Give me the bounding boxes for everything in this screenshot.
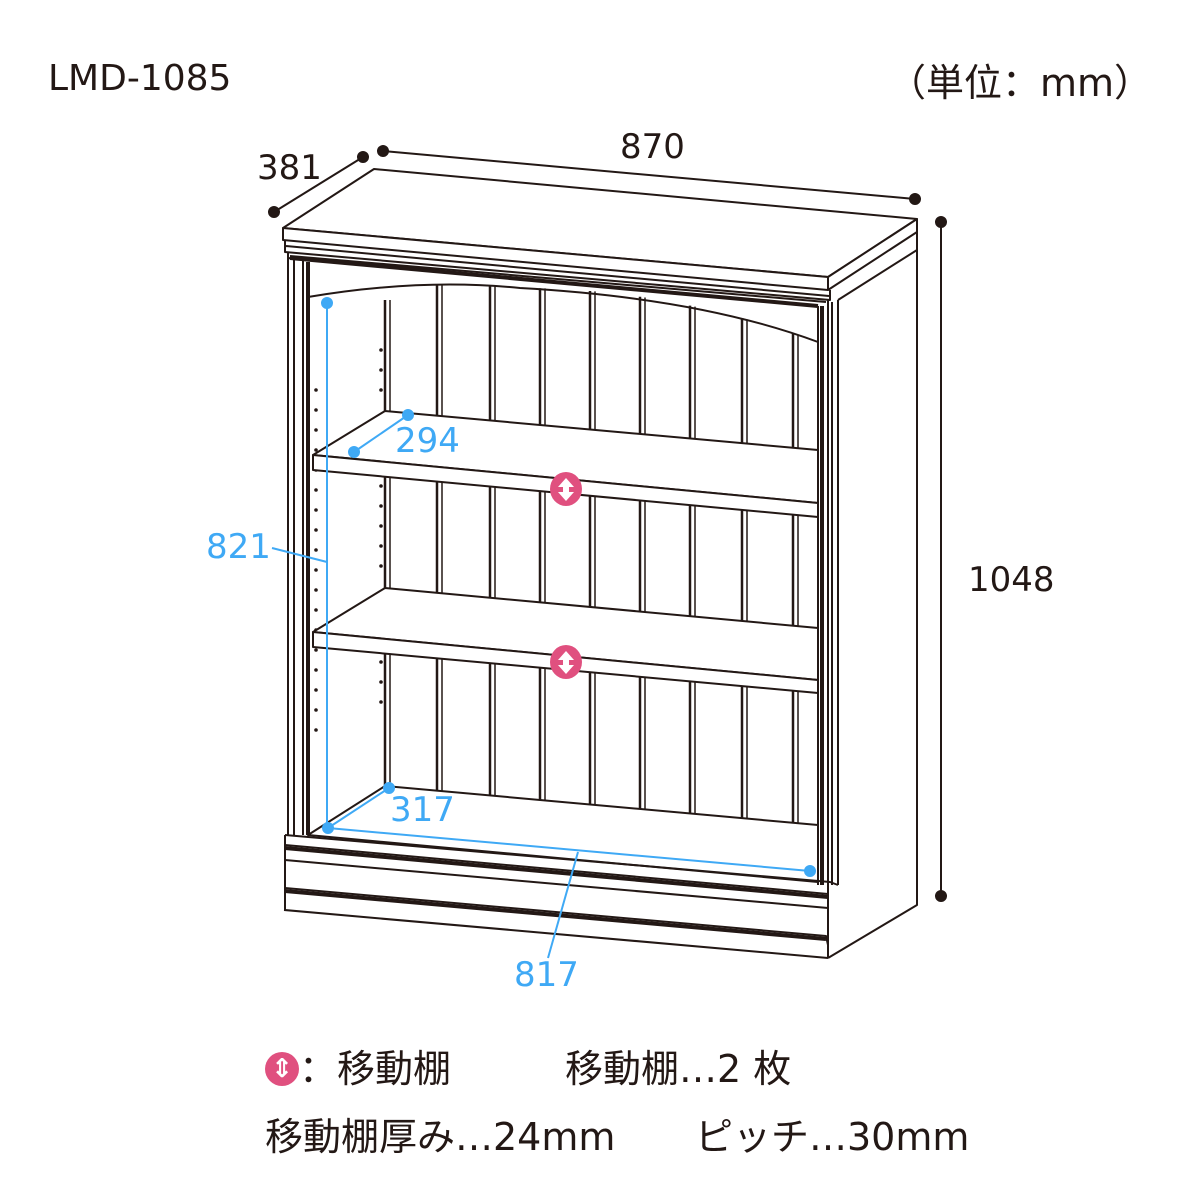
- pin-hole: [379, 660, 383, 664]
- bottom-depth-label: 317: [390, 790, 455, 830]
- pin-hole: [379, 564, 383, 568]
- pin-hole: [379, 348, 383, 352]
- width-label: 870: [620, 127, 685, 167]
- pin-hole: [314, 528, 318, 532]
- pin-hole: [314, 408, 318, 412]
- pin-hole: [314, 448, 318, 452]
- movable-shelf-icon: [550, 472, 582, 506]
- black-dimension-lines: [268, 145, 947, 902]
- pin-hole: [379, 484, 383, 488]
- pin-hole: [379, 524, 383, 528]
- height-label: 1048: [968, 560, 1055, 600]
- pin-hole: [314, 588, 318, 592]
- blue-dimension-lines: [271, 297, 816, 959]
- left-post: [287, 255, 304, 835]
- inner-height-label: 821: [206, 527, 271, 567]
- pin-hole: [379, 544, 383, 548]
- movable-shelf-icon: [550, 645, 582, 679]
- legend-pitch: ピッチ…30mm: [695, 1115, 970, 1159]
- right-side-panel: [827, 232, 918, 959]
- legend-icon-label: ：移動棚: [299, 1047, 452, 1091]
- depth-label: 381: [257, 148, 322, 188]
- pin-hole: [314, 688, 318, 692]
- pin-hole: [314, 508, 318, 512]
- pin-hole: [379, 504, 383, 508]
- pin-hole: [379, 700, 383, 704]
- back-slats: [383, 283, 799, 823]
- model-number: LMD-1085: [48, 58, 232, 99]
- pin-hole: [379, 388, 383, 392]
- legend-icon-row: ：移動棚: [265, 1038, 451, 1093]
- pin-hole: [314, 428, 318, 432]
- legend-shelf-count: 移動棚…2 枚: [565, 1047, 792, 1091]
- pin-hole: [314, 608, 318, 612]
- plinth: [283, 834, 839, 959]
- movable-shelf-icon: [265, 1052, 299, 1086]
- cornice: [284, 240, 831, 307]
- pin-hole: [314, 548, 318, 552]
- inner-width-label: 817: [514, 955, 579, 995]
- unit-label: （単位：mm）: [887, 61, 1152, 105]
- legend-shelf-thickness: 移動棚厚み…24mm: [265, 1115, 616, 1159]
- pin-hole: [314, 708, 318, 712]
- pin-hole: [314, 668, 318, 672]
- pin-hole: [314, 648, 318, 652]
- pin-hole: [314, 568, 318, 572]
- pin-hole: [314, 728, 318, 732]
- pin-hole: [379, 680, 383, 684]
- pin-hole: [379, 368, 383, 372]
- pin-hole: [314, 388, 318, 392]
- back-arch: [307, 283, 819, 343]
- shelf-pin-holes: [314, 348, 383, 732]
- right-post: [817, 302, 833, 885]
- pin-hole: [314, 488, 318, 492]
- shelf-depth-label: 294: [395, 421, 460, 461]
